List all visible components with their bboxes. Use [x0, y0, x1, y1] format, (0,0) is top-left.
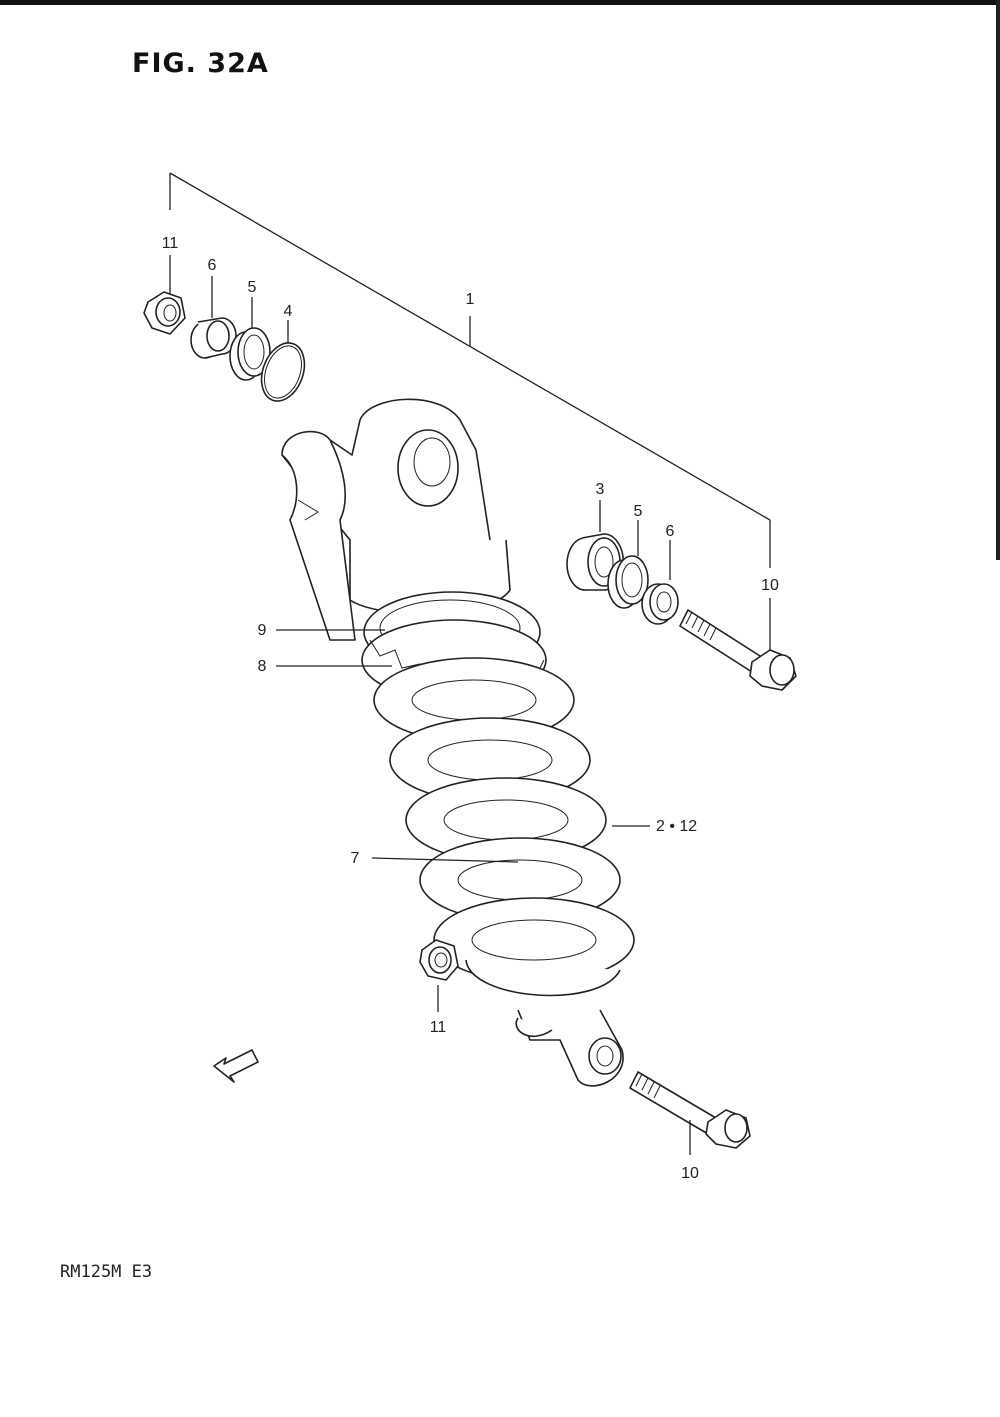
top-seal-part — [229, 297, 271, 381]
callout-2-12: 2 • 12 — [656, 818, 697, 835]
callout-10-bottom: 10 — [681, 1165, 699, 1182]
right-seal-part — [607, 520, 649, 609]
callout-3: 3 — [596, 481, 605, 498]
callout-5-mid: 5 — [634, 503, 643, 520]
callout-9: 9 — [258, 622, 267, 639]
callout-4: 4 — [284, 303, 293, 320]
callout-6-top: 6 — [208, 257, 217, 274]
right-border — [996, 0, 1000, 560]
callout-10-right: 10 — [761, 577, 779, 594]
top-border — [0, 0, 1000, 5]
right-bolt-part — [679, 598, 797, 691]
callout-5-top: 5 — [248, 279, 257, 296]
model-code: RM125M E3 — [60, 1262, 153, 1282]
top-nut-part — [143, 255, 186, 335]
callout-6-mid: 6 — [666, 523, 675, 540]
leader-lines — [276, 629, 650, 863]
shock-lower-mount — [515, 1009, 624, 1087]
callout-11-bottom: 11 — [430, 1019, 447, 1036]
figure-title: FIG. 32A — [132, 48, 269, 79]
callout-1: 1 — [466, 291, 475, 308]
callout-11-top: 11 — [162, 235, 179, 252]
bottom-bolt-part — [629, 1071, 751, 1155]
callout-8: 8 — [258, 658, 267, 675]
top-collar-part — [190, 276, 237, 359]
right-collar-part — [641, 540, 679, 625]
bearing-part — [566, 500, 625, 591]
assembly-bracket-1 — [169, 172, 771, 568]
callout-7: 7 — [351, 850, 360, 867]
circlip-part — [260, 320, 306, 402]
coil-spring — [373, 657, 635, 997]
bottom-nut-part — [419, 939, 459, 1012]
fwd-arrow-icon — [213, 1049, 259, 1083]
